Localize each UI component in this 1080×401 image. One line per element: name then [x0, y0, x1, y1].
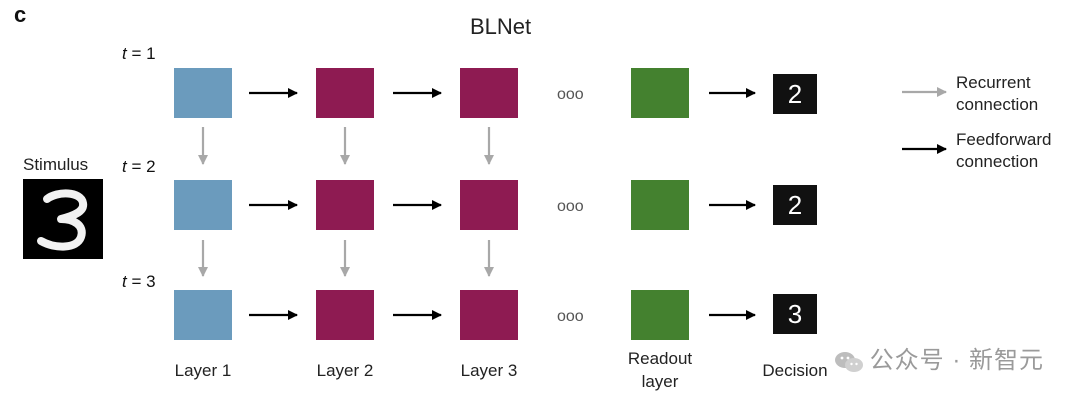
- layer1-unit-t3: [174, 290, 232, 340]
- time-label-1: t = 1: [122, 44, 156, 63]
- decision-t1: 2: [773, 74, 817, 114]
- layer1-unit-t1: [174, 68, 232, 118]
- ellipsis-t2: ooo: [557, 198, 584, 215]
- readout-unit-t1: [631, 68, 689, 118]
- wechat-icon: [834, 350, 864, 374]
- time-label-3: t = 3: [122, 272, 156, 291]
- layer3-unit-t2: [460, 180, 518, 230]
- diagram-title: BLNet: [470, 14, 532, 39]
- layer1-unit-t2: [174, 180, 232, 230]
- decision-t2: 2: [773, 185, 817, 225]
- stimulus-label: Stimulus: [23, 155, 89, 174]
- recurrent-arrows: [198, 87, 947, 277]
- decision-t3: 3: [773, 294, 817, 334]
- label-decision: Decision: [762, 361, 828, 380]
- legend-feedforward-text: Feedforward connection: [956, 130, 1052, 171]
- readout-unit-t3: [631, 290, 689, 340]
- feedforward-arrows: [249, 88, 947, 320]
- panel-letter: c: [14, 2, 27, 27]
- ellipsis-t3: ooo: [557, 308, 584, 325]
- layer2-unit-t3: [316, 290, 374, 340]
- label-readout: Readout: [627, 349, 693, 368]
- stimulus-image: [23, 179, 103, 259]
- readout-unit-t2: [631, 180, 689, 230]
- legend-recurrent-text: Recurrent connection: [956, 73, 1039, 114]
- layer2-unit-t2: [316, 180, 374, 230]
- label-layer1: Layer 1: [174, 361, 232, 380]
- layer2-unit-t1: [316, 68, 374, 118]
- layer3-unit-t1: [460, 68, 518, 118]
- label-readout-layer: layer: [641, 372, 679, 391]
- label-layer2: Layer 2: [316, 361, 374, 380]
- layer3-unit-t3: [460, 290, 518, 340]
- watermark: 公众号 · 新智元: [834, 340, 1044, 375]
- handwritten-digit-icon: [37, 189, 88, 251]
- label-layer3: Layer 3: [460, 361, 518, 380]
- time-label-2: t = 2: [122, 157, 156, 176]
- ellipsis-t1: ooo: [557, 86, 584, 103]
